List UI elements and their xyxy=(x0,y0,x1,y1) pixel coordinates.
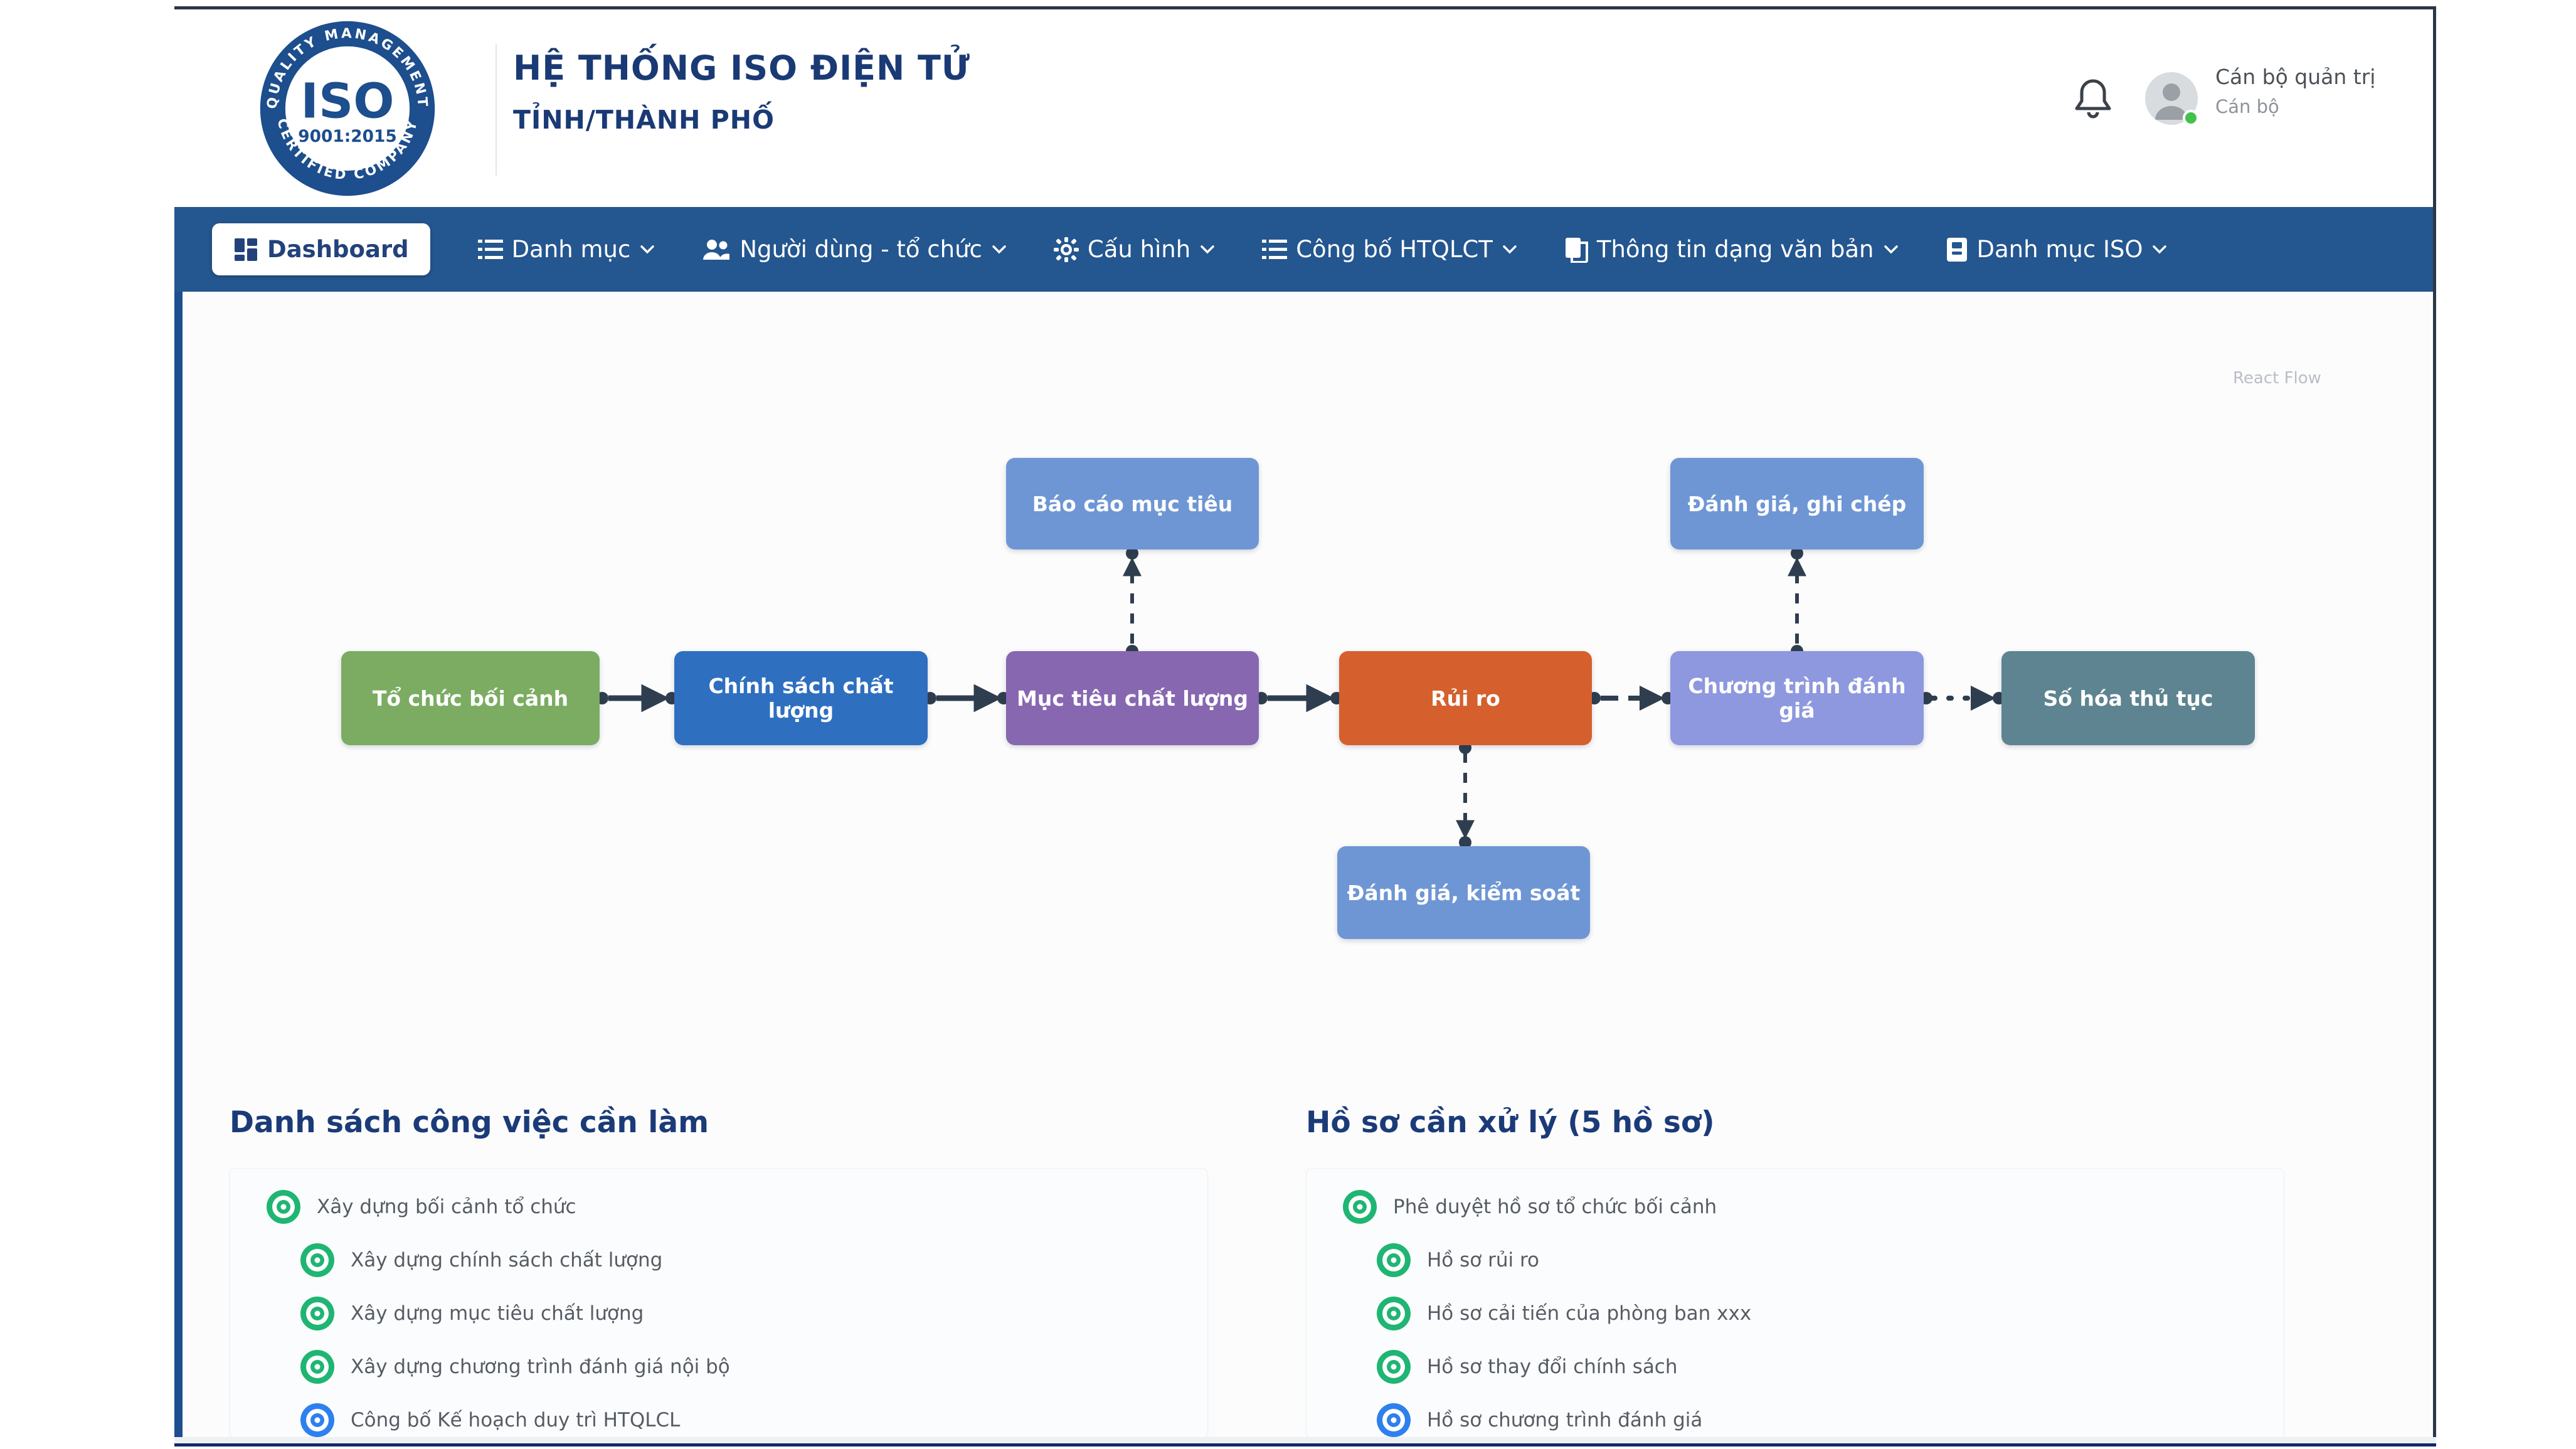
flow-node-so-hoa-thu-tuc[interactable]: Số hóa thủ tục xyxy=(2001,651,2255,745)
record-item-label: Hồ sơ rủi ro xyxy=(1427,1248,1539,1271)
todo-item[interactable]: Xây dựng bối cảnh tổ chức xyxy=(230,1180,1207,1233)
frame-top-edge xyxy=(174,6,2436,9)
user-role: Cán bộ xyxy=(2215,96,2279,117)
record-item[interactable]: Hồ sơ rủi ro xyxy=(1307,1233,2284,1287)
svg-text:ISO: ISO xyxy=(300,73,394,129)
todo-item-label: Xây dựng bối cảnh tổ chức xyxy=(317,1195,576,1218)
flow-node-chuong-trinh-danh-gia[interactable]: Chương trình đánh giá xyxy=(1670,651,1924,745)
todo-item[interactable]: Công bố Kế hoạch duy trì HTQLCL xyxy=(230,1393,1207,1446)
nav-thong-tin-dang-van-ban[interactable]: Thông tin dạng văn bản xyxy=(1564,236,1898,263)
status-circle-icon xyxy=(267,1189,300,1224)
nav-label: Cấu hình xyxy=(1087,236,1191,263)
iso-9001-logo: QUALITY MANAGEMENT CERTIFIED COMPANY ISO… xyxy=(260,21,435,196)
nav-label: Danh mục xyxy=(511,236,631,263)
chevron-down-icon xyxy=(1884,245,1898,253)
record-item[interactable]: Phê duyệt hồ sơ tổ chức bối cảnh xyxy=(1307,1180,2284,1233)
nav-label: Danh mục ISO xyxy=(1976,236,2143,263)
nav-dashboard[interactable]: Dashboard xyxy=(212,223,430,275)
app-subtitle: TỈNH/THÀNH PHỐ xyxy=(513,105,775,135)
record-item[interactable]: Hồ sơ chương trình đánh giá xyxy=(1307,1393,2284,1446)
users-icon xyxy=(703,239,730,260)
nav-label: Công bố HTQLCT xyxy=(1296,236,1493,263)
nav-danh-muc-iso[interactable]: Danh mục ISO xyxy=(1946,236,2167,263)
react-flow-attribution[interactable]: React Flow xyxy=(2233,369,2321,388)
chevron-down-icon xyxy=(1503,245,1517,253)
todo-section-title: Danh sách công việc cần làm xyxy=(230,1105,709,1140)
dashboard-grid-icon xyxy=(235,238,257,261)
flow-node-to-chuc-boi-canh[interactable]: Tổ chức bối cảnh xyxy=(341,651,600,745)
todo-panel: Xây dựng bối cảnh tổ chức Xây dựng chính… xyxy=(230,1168,1208,1439)
todo-item-label: Xây dựng mục tiêu chất lượng xyxy=(351,1302,644,1325)
chevron-down-icon xyxy=(992,245,1006,253)
online-status-dot xyxy=(2183,110,2199,126)
flow-node-rui-ro[interactable]: Rủi ro xyxy=(1339,651,1592,745)
record-item-label: Hồ sơ chương trình đánh giá xyxy=(1427,1408,1703,1431)
flow-node-muc-tieu-chat-luong[interactable]: Mục tiêu chất lượng xyxy=(1006,651,1259,745)
todo-item-label: Xây dựng chính sách chất lượng xyxy=(351,1248,663,1271)
record-item[interactable]: Hồ sơ thay đổi chính sách xyxy=(1307,1340,2284,1393)
frame-right-edge xyxy=(2433,6,2436,1446)
user-name[interactable]: Cán bộ quản trị xyxy=(2215,65,2376,89)
records-panel: Phê duyệt hồ sơ tổ chức bối cảnh Hồ sơ r… xyxy=(1306,1168,2284,1439)
flow-node-danh-gia-ghi-chep[interactable]: Đánh giá, ghi chép xyxy=(1670,458,1924,549)
chevron-down-icon xyxy=(2153,245,2167,253)
svg-text:9001:2015: 9001:2015 xyxy=(298,127,396,146)
status-circle-icon xyxy=(1343,1189,1377,1224)
app-window: QUALITY MANAGEMENT CERTIFIED COMPANY ISO… xyxy=(174,6,2436,1446)
status-circle-icon xyxy=(1377,1243,1411,1277)
todo-item[interactable]: Xây dựng chính sách chất lượng xyxy=(230,1233,1207,1287)
status-circle-icon xyxy=(1377,1296,1411,1330)
nav-label: Dashboard xyxy=(267,236,409,263)
flow-node-danh-gia-kiem-soat[interactable]: Đánh giá, kiểm soát xyxy=(1337,846,1590,939)
user-avatar[interactable] xyxy=(2145,72,2199,126)
nav-label: Thông tin dạng văn bản xyxy=(1596,236,1874,263)
book-icon xyxy=(1946,237,1967,262)
notifications-bell-icon[interactable] xyxy=(2075,77,2111,121)
todo-item-label: Công bố Kế hoạch duy trì HTQLCL xyxy=(351,1408,681,1431)
flow-node-chinh-sach-chat-luong[interactable]: Chính sách chất lượng xyxy=(674,651,928,745)
record-item-label: Hồ sơ cải tiến của phòng ban xxx xyxy=(1427,1302,1752,1325)
status-circle-icon xyxy=(300,1349,334,1384)
status-circle-icon xyxy=(300,1403,334,1437)
status-circle-icon xyxy=(300,1243,334,1277)
footer-bar xyxy=(174,1437,2436,1446)
status-circle-icon xyxy=(1377,1403,1411,1437)
nav-cau-hinh[interactable]: Cấu hình xyxy=(1053,236,1214,263)
frame-left-edge xyxy=(174,292,183,1446)
records-section-title: Hồ sơ cần xử lý (5 hồ sơ) xyxy=(1306,1105,1715,1140)
record-item-label: Phê duyệt hồ sơ tổ chức bối cảnh xyxy=(1393,1195,1717,1218)
app-title: HỆ THỐNG ISO ĐIỆN TỬ xyxy=(513,48,970,88)
todo-item-label: Xây dựng chương trình đánh giá nội bộ xyxy=(351,1355,730,1378)
todo-item[interactable]: Xây dựng chương trình đánh giá nội bộ xyxy=(230,1340,1207,1393)
document-icon xyxy=(1565,237,1588,263)
list-icon xyxy=(1262,239,1288,259)
status-circle-icon xyxy=(300,1296,334,1330)
list-icon xyxy=(477,239,503,259)
nav-cong-bo-htqlct[interactable]: Công bố HTQLCT xyxy=(1262,236,1517,263)
todo-item[interactable]: Xây dựng mục tiêu chất lượng xyxy=(230,1287,1207,1340)
gear-icon xyxy=(1053,236,1079,262)
header: QUALITY MANAGEMENT CERTIFIED COMPANY ISO… xyxy=(174,9,2436,207)
record-item-label: Hồ sơ thay đổi chính sách xyxy=(1427,1355,1678,1378)
nav-danh-muc[interactable]: Danh mục xyxy=(477,236,655,263)
chevron-down-icon xyxy=(1201,245,1214,253)
nav-nguoi-dung-to-chuc[interactable]: Người dùng - tổ chức xyxy=(702,236,1006,263)
main-nav: Dashboard Danh mục Người dùng - xyxy=(174,207,2436,292)
header-divider xyxy=(496,44,497,176)
chevron-down-icon xyxy=(640,245,655,253)
nav-label: Người dùng - tổ chức xyxy=(739,236,982,263)
flow-node-bao-cao-muc-tieu[interactable]: Báo cáo mục tiêu xyxy=(1006,458,1259,549)
record-item[interactable]: Hồ sơ cải tiến của phòng ban xxx xyxy=(1307,1287,2284,1340)
status-circle-icon xyxy=(1377,1349,1411,1384)
